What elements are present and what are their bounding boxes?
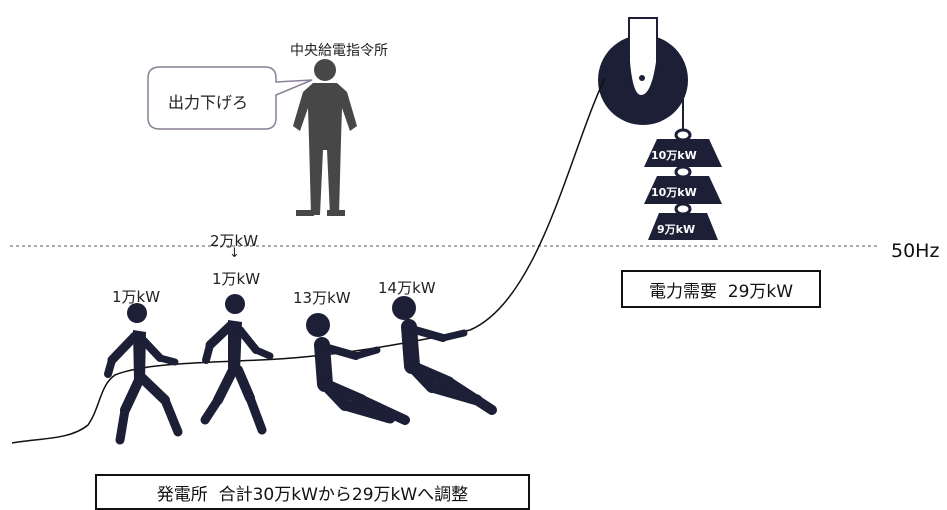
weight-stack [644, 128, 722, 240]
weight-2-label: 10万kW [651, 186, 697, 199]
worker-2-label: 1万kW [212, 270, 261, 288]
plant-box: 発電所 合計30万kWから29万kWへ調整 [95, 474, 530, 510]
worker-2-icon [200, 294, 274, 435]
worker-1-icon [104, 303, 183, 445]
worker-4-label: 14万kW [378, 279, 436, 297]
worker-3-icon [306, 313, 410, 425]
worker-4-icon [392, 296, 497, 415]
dispatcher-person-icon [293, 59, 357, 216]
worker-1-label: 1万kW [112, 288, 161, 306]
weight-2 [644, 165, 722, 204]
pulley-icon [598, 17, 688, 130]
weight-3 [648, 202, 718, 240]
plant-label: 発電所 合計30万kWから29万kWへ調整 [156, 484, 469, 505]
worker-2-previous-label: 2万kW [210, 232, 259, 250]
speech-bubble [147, 66, 313, 130]
weight-1 [644, 128, 722, 167]
rope [11, 77, 606, 444]
demand-label: 電力需要 29万kW [648, 281, 794, 302]
weight-3-label: 9万kW [657, 223, 696, 236]
demand-box: 電力需要 29万kW [621, 270, 821, 308]
dispatcher-title: 中央給電指令所 [290, 43, 388, 59]
worker-3-label: 13万kW [293, 289, 351, 307]
speech-text: 出力下げろ [168, 93, 249, 112]
down-arrow-icon: ↓ [229, 246, 240, 261]
weight-1-label: 10万kW [651, 149, 697, 162]
frequency-label: 50Hz [891, 240, 940, 262]
